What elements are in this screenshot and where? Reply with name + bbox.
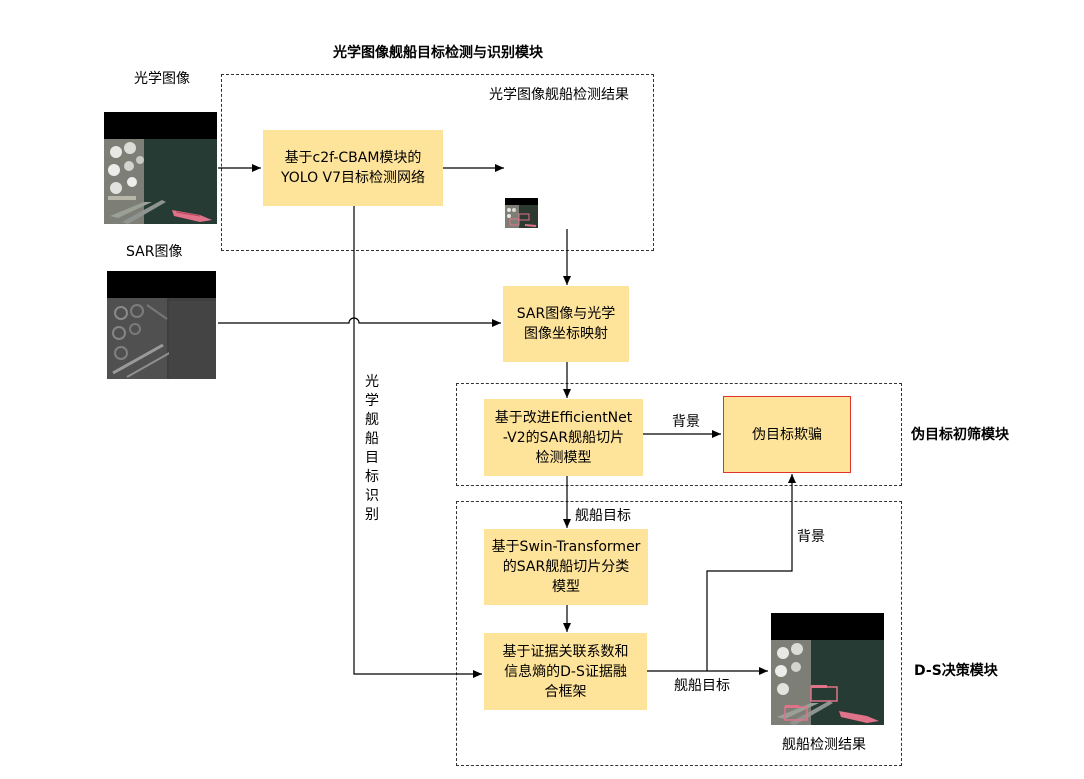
edge-label-optical-recognition: 光学舰船目标识别 xyxy=(365,374,379,523)
ds-line-1: 基于证据关联系数和 xyxy=(502,643,629,660)
ds-module-frame xyxy=(456,501,902,766)
sar-image-label: SAR图像 xyxy=(126,244,183,260)
efficientnet-detection-box: 基于改进EfficientNet -V2的SAR舰船切片 检测模型 xyxy=(484,399,643,476)
edge-label-ship-target-1: 舰船目标 xyxy=(575,508,631,524)
optical-module-frame xyxy=(221,74,654,251)
swin-classification-box: 基于Swin-Transformer 的SAR舰船切片分类 模型 xyxy=(484,529,648,605)
swin-line-2: 的SAR舰船切片分类 xyxy=(502,559,630,575)
mapping-line-1: SAR图像与光学 xyxy=(516,306,616,322)
final-result-label: 舰船检测结果 xyxy=(782,737,866,753)
ds-fusion-box: 基于证据关联系数和 信息熵的D-S证据融 合框架 xyxy=(484,633,647,710)
optical-image-label: 光学图像 xyxy=(134,71,190,87)
efficientnet-line-1: 基于改进EfficientNet xyxy=(494,409,633,426)
edge-label-background-2: 背景 xyxy=(797,529,825,545)
mapping-line-2: 图像坐标映射 xyxy=(523,326,608,342)
yolo-line-2: YOLO V7目标检测网络 xyxy=(280,170,426,186)
yolo-detection-box: 基于c2f-CBAM模块的 YOLO V7目标检测网络 xyxy=(263,130,443,206)
efficientnet-line-2: -V2的SAR舰船切片 xyxy=(502,429,625,446)
swin-line-3: 模型 xyxy=(552,579,580,595)
false-target-deception-box: 伪目标欺骗 xyxy=(723,396,851,473)
false-target-module-frame xyxy=(456,383,902,486)
yolo-line-1: 基于c2f-CBAM模块的 xyxy=(284,150,422,166)
swin-line-1: 基于Swin-Transformer xyxy=(491,539,641,555)
ds-line-2: 信息熵的D-S证据融 xyxy=(504,663,627,680)
coordinate-mapping-box: SAR图像与光学 图像坐标映射 xyxy=(503,286,629,362)
diagram-title: 光学图像舰船目标检测与识别模块 xyxy=(333,45,543,61)
edge-label-ship-target-2: 舰船目标 xyxy=(674,678,730,694)
deception-line-1: 伪目标欺骗 xyxy=(752,426,822,443)
final-detection-image xyxy=(771,613,884,725)
ds-decision-module-label: D-S决策模块 xyxy=(914,663,998,679)
false-target-module-label: 伪目标初筛模块 xyxy=(911,427,1009,443)
edge-label-background-1: 背景 xyxy=(672,414,700,430)
efficientnet-line-3: 检测模型 xyxy=(535,449,592,466)
optical-detection-thumbnail xyxy=(505,198,538,228)
ds-line-3: 合框架 xyxy=(544,683,587,700)
sar-input-image xyxy=(107,271,216,379)
optical-input-image xyxy=(104,112,217,224)
optical-result-label: 光学图像舰船检测结果 xyxy=(489,87,629,103)
